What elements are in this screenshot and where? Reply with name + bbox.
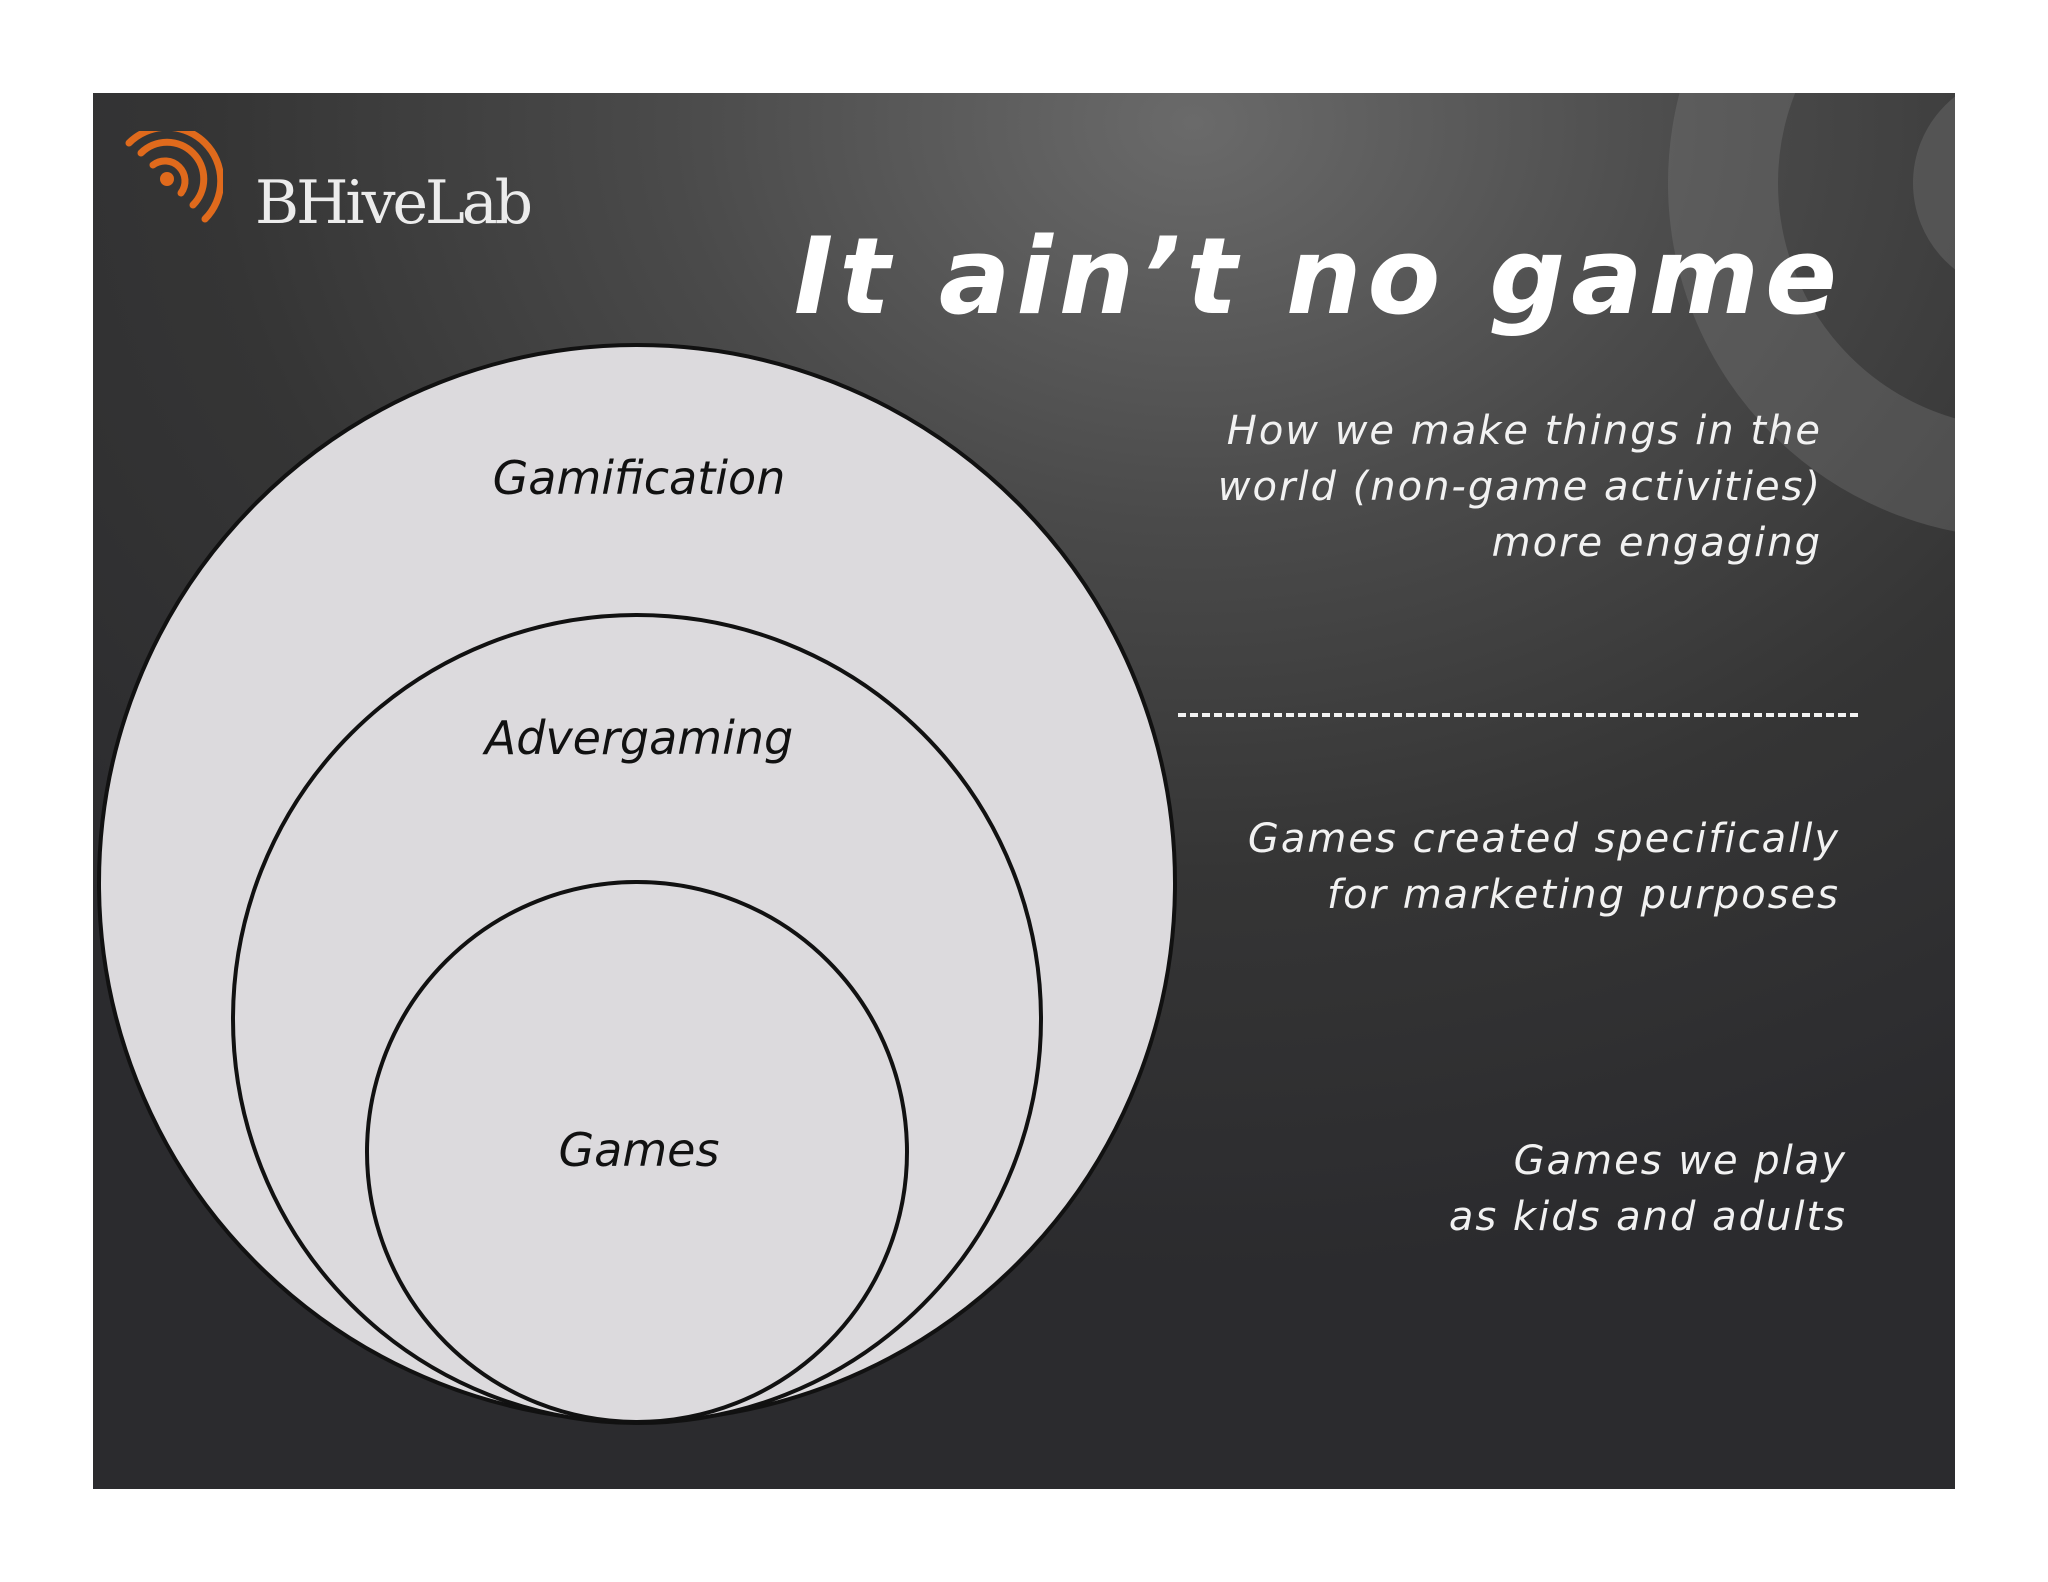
label-games: Games	[559, 1123, 720, 1177]
decorative-rings	[1668, 93, 1955, 532]
label-advergaming: Advergaming	[482, 711, 793, 765]
description-line: Games created specifically	[1247, 816, 1840, 862]
description-line: for marketing purposes	[1326, 872, 1840, 918]
description-gamification: How we make things in the world (non-gam…	[1218, 403, 1822, 571]
description-line: more engaging	[1491, 520, 1822, 566]
logo-text: BHiveLab	[255, 168, 533, 238]
description-games: Games we play as kids and adults	[1449, 1133, 1847, 1245]
broadcast-waves-icon	[125, 131, 223, 223]
nested-circles-diagram: Gamification Advergaming Games	[97, 343, 1177, 1425]
description-advergaming: Games created specifically for marketing…	[1248, 811, 1840, 923]
slide-title: It ain’t no game	[793, 215, 1843, 338]
description-line: How we make things in the	[1226, 408, 1822, 454]
circle-games	[365, 880, 909, 1424]
label-gamification: Gamification	[493, 451, 786, 505]
description-line: as kids and adults	[1448, 1194, 1847, 1240]
dashed-divider	[1178, 713, 1858, 717]
description-line: Games we play	[1513, 1138, 1847, 1184]
description-line: world (non-game activities)	[1217, 464, 1822, 510]
slide: BHiveLab It ain’t no game Gamification A…	[93, 93, 1955, 1489]
logo: BHiveLab	[123, 131, 533, 233]
